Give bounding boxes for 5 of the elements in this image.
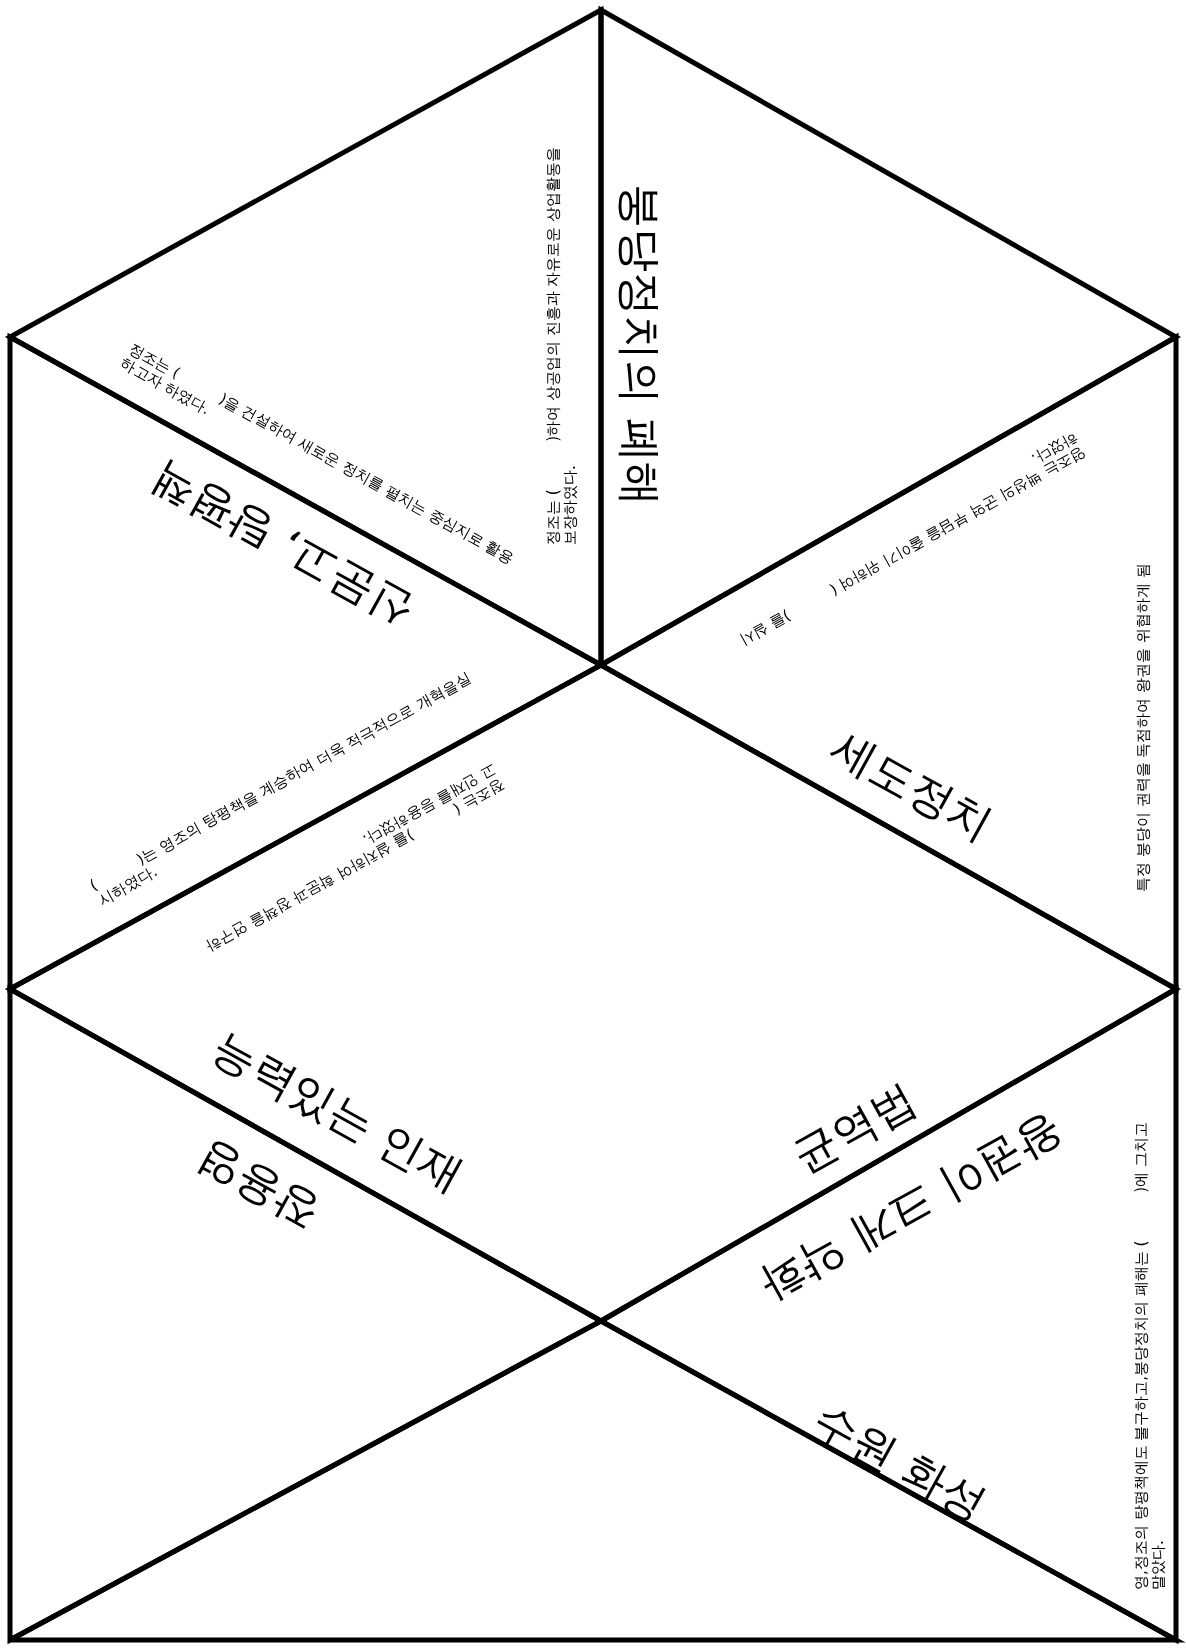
clue-text: 특정 붕당이 권력을 독점하여 왕권을 위협하게 됨 bbox=[1135, 562, 1153, 892]
clue-text: 정조는 ( )하여 상공업의 진흥과 자유로운 상업활동을 보장하였다. bbox=[544, 145, 580, 545]
answer-text: 붕당정치의 폐해 bbox=[614, 184, 666, 506]
answer-text: 수원 화성 bbox=[804, 1393, 996, 1531]
clue-text: 영,정조의 탕평책에도 불구하고,붕당정치의 폐해는 ( )에 그치고 말았다. bbox=[1132, 1121, 1168, 1590]
